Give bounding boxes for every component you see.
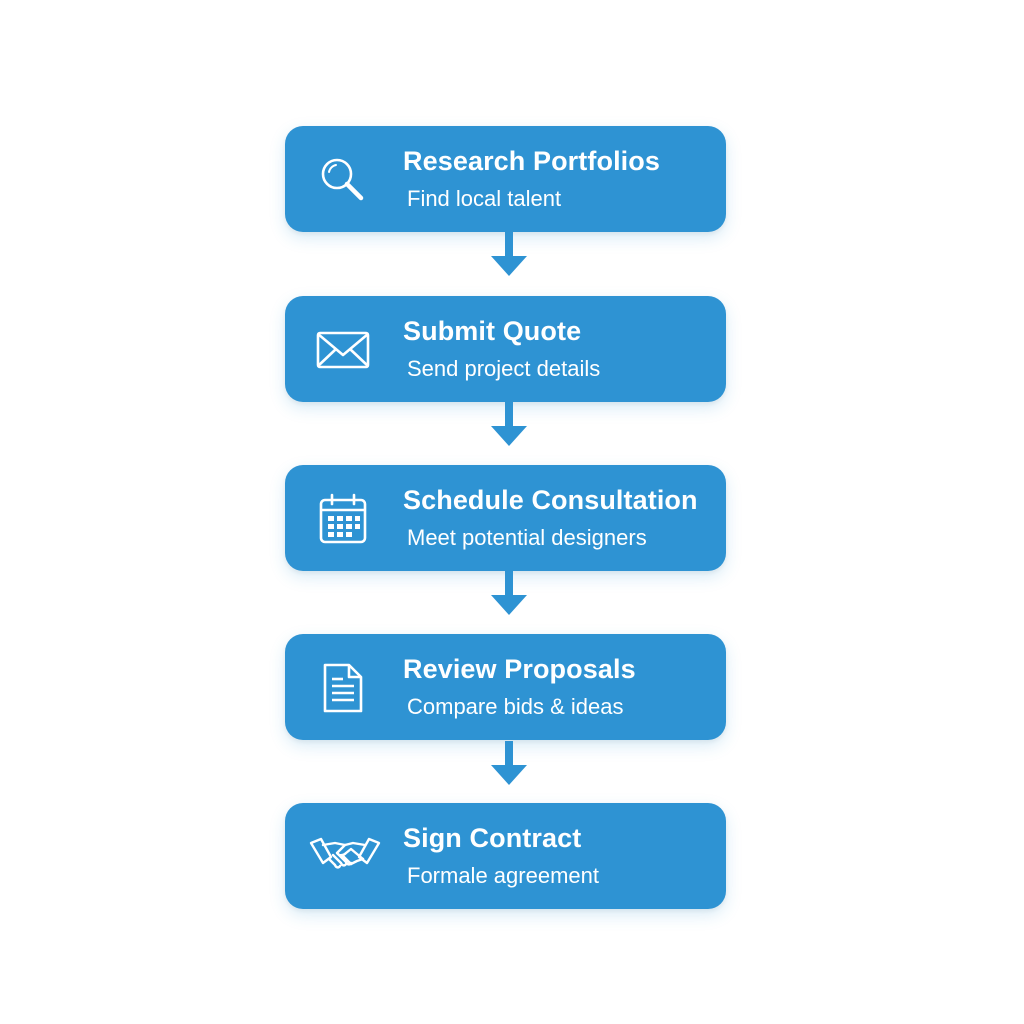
step-subtitle: Meet potential designers — [407, 525, 647, 550]
envelope-icon — [315, 322, 371, 378]
magnifier-icon — [315, 152, 371, 208]
step-subtitle: Find local talent — [407, 186, 562, 211]
arrow-down-3 — [491, 571, 527, 615]
step-title: Submit Quote — [403, 316, 582, 346]
step-submit-quote: Submit Quote Send project details — [285, 296, 726, 402]
step-sign-contract: Sign Contract Formale agreement — [285, 803, 726, 909]
step-title: Sign Contract — [403, 823, 582, 853]
step-title: Research Portfolios — [403, 146, 660, 176]
step-subtitle: Send project details — [407, 356, 601, 381]
step-title: Review Proposals — [403, 654, 636, 684]
handshake-icon — [309, 829, 381, 885]
step-title: Schedule Consultation — [403, 485, 698, 515]
arrow-down-2 — [491, 402, 527, 446]
arrow-down-1 — [491, 232, 527, 276]
step-review-proposals: Review Proposals Compare bids & ideas — [285, 634, 726, 740]
calendar-icon — [315, 491, 371, 547]
arrow-down-4 — [491, 741, 527, 785]
step-subtitle: Compare bids & ideas — [407, 694, 624, 719]
step-schedule-consultation: Schedule Consultation Meet potential des… — [285, 465, 726, 571]
step-subtitle: Formale agreement — [407, 863, 599, 888]
step-research-portfolios: Research Portfolios Find local talent — [285, 126, 726, 232]
document-icon — [315, 660, 371, 716]
